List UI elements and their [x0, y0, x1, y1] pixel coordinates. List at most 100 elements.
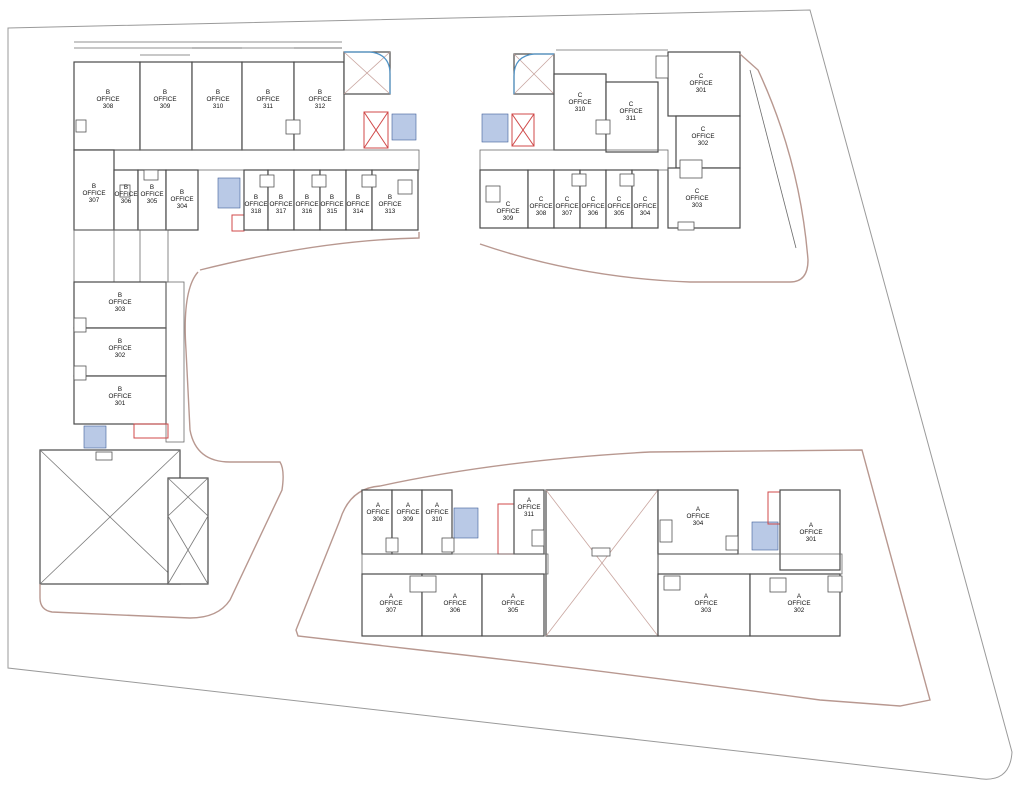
room-label-num: 307	[89, 197, 100, 204]
room-label-num: 311	[263, 103, 274, 110]
room-label-block: B	[279, 194, 283, 201]
room-label-num: 310	[432, 516, 443, 523]
room-label-label: OFFICE	[691, 133, 714, 140]
room-label-num: 306	[450, 607, 461, 614]
room-label-label: OFFICE	[787, 600, 810, 607]
room-label-num: 304	[640, 210, 651, 217]
room-label-label: OFFICE	[320, 201, 343, 208]
room-label-label: OFFICE	[501, 600, 524, 607]
room-label-block: A	[406, 502, 411, 509]
room-label-num: 318	[251, 208, 262, 215]
room-label-num: 303	[115, 306, 126, 313]
room-label-block: A	[389, 593, 394, 600]
room-label-num: 311	[524, 511, 535, 518]
room-label-block: C	[643, 196, 648, 203]
room-label-num: 308	[536, 210, 547, 217]
room-label-block: A	[527, 497, 532, 504]
block-c	[479, 49, 809, 283]
room-label-block: A	[809, 522, 814, 529]
room-label-label: OFFICE	[555, 203, 578, 210]
room-label-block: B	[356, 194, 360, 201]
room-label-num: 317	[276, 208, 287, 215]
room-label-block: A	[435, 502, 440, 509]
room-label-block: B	[118, 338, 122, 345]
room-label-label: OFFICE	[244, 201, 267, 208]
room-label-label: OFFICE	[170, 196, 193, 203]
room-label-num: 302	[115, 352, 126, 359]
room-label-label: OFFICE	[96, 96, 119, 103]
room-label-num: 308	[373, 516, 384, 523]
room-label-label: OFFICE	[295, 201, 318, 208]
block-b	[39, 41, 420, 619]
room-label-label: OFFICE	[153, 96, 176, 103]
room-label-block: A	[696, 506, 701, 513]
room-label-label: OFFICE	[443, 600, 466, 607]
room-label-block: B	[318, 89, 322, 96]
room-label-label: OFFICE	[206, 96, 229, 103]
room-label-num: 314	[353, 208, 364, 215]
room-label-block: C	[578, 92, 583, 99]
room-label-label: OFFICE	[366, 509, 389, 516]
room-label-block: C	[629, 101, 634, 108]
room-label-num: 305	[508, 607, 519, 614]
room-label-num: 306	[588, 210, 599, 217]
room-label-label: OFFICE	[114, 191, 137, 198]
room-label-block: C	[506, 201, 511, 208]
room-label-block: A	[797, 593, 802, 600]
room-label-num: 302	[698, 140, 709, 147]
room-label-block: A	[453, 593, 458, 600]
room-label-block: B	[388, 194, 392, 201]
room-label-num: 308	[103, 103, 114, 110]
room-label-num: 306	[121, 198, 132, 205]
room-label-num: 304	[177, 203, 188, 210]
room-label-label: OFFICE	[82, 190, 105, 197]
room-label-block: B	[92, 183, 96, 190]
room-label-block: C	[617, 196, 622, 203]
room-label-block: B	[163, 89, 167, 96]
room-label-label: OFFICE	[108, 299, 131, 306]
room-label-label: OFFICE	[378, 201, 401, 208]
room-label-label: OFFICE	[108, 393, 131, 400]
room-label-label: OFFICE	[633, 203, 656, 210]
room-label-block: B	[216, 89, 220, 96]
room-label-label: OFFICE	[685, 195, 708, 202]
room-label-num: 316	[302, 208, 313, 215]
room-label-label: OFFICE	[607, 203, 630, 210]
room-label-block: A	[704, 593, 709, 600]
room-label-num: 305	[147, 198, 158, 205]
room-label-num: 301	[115, 400, 126, 407]
room-label-label: OFFICE	[568, 99, 591, 106]
room-label-num: 309	[403, 516, 414, 523]
room-label-num: 302	[794, 607, 805, 614]
room-label-label: OFFICE	[379, 600, 402, 607]
room-label-block: C	[699, 73, 704, 80]
room-label-num: 301	[806, 536, 817, 543]
room-label-block: A	[376, 502, 381, 509]
